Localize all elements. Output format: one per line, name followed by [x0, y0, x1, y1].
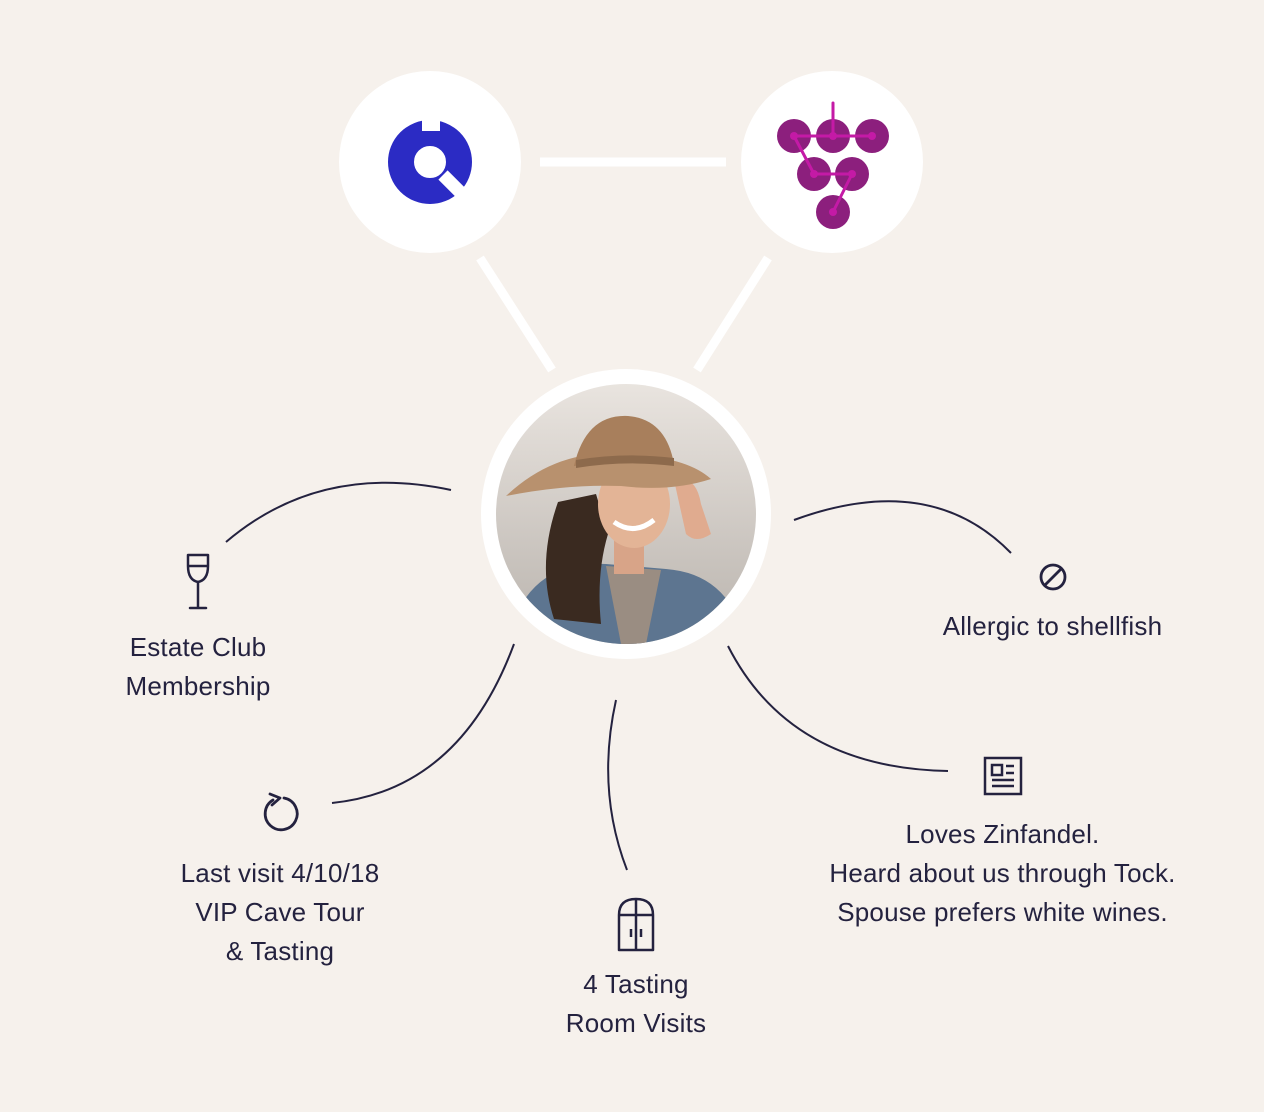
- curve-membership: [225, 481, 452, 543]
- allergy-node: Allergic to shellfish: [900, 560, 1205, 646]
- curve-allergy: [793, 500, 1012, 554]
- guest-photo-avatar: [496, 384, 756, 644]
- allergy-label: Allergic to shellfish: [942, 611, 1163, 641]
- link-grape-avatar: [693, 255, 772, 373]
- last-visit-node: Last visit 4/10/18 VIP Cave Tour & Tasti…: [140, 790, 420, 971]
- wine-glass-icon: [186, 553, 210, 610]
- tock-logo-icon: [388, 111, 472, 204]
- curve-lastvisit: [331, 643, 515, 804]
- prohibited-icon: [1039, 563, 1066, 591]
- membership-label: Estate Club Membership: [125, 632, 271, 701]
- guest-avatar: [481, 369, 771, 659]
- membership-node: Estate Club Membership: [78, 552, 318, 706]
- tasting-visits-label: 4 Tasting Room Visits: [565, 969, 707, 1038]
- door-icon: [617, 897, 655, 952]
- history-icon: [263, 792, 299, 832]
- curve-notes: [727, 645, 949, 772]
- notes-node: Loves Zinfandel. Heard about us through …: [790, 755, 1215, 932]
- link-tock-avatar: [476, 255, 556, 373]
- grape-cluster-icon: [777, 101, 889, 229]
- curve-tasting: [607, 699, 628, 871]
- grape-logo-circle: [741, 71, 923, 253]
- tock-logo-circle: [339, 71, 521, 253]
- tasting-visits-node: 4 Tasting Room Visits: [530, 895, 742, 1043]
- last-visit-label: Last visit 4/10/18 VIP Cave Tour & Tasti…: [180, 858, 380, 966]
- notes-icon: [983, 756, 1022, 796]
- notes-label: Loves Zinfandel. Heard about us through …: [829, 819, 1176, 927]
